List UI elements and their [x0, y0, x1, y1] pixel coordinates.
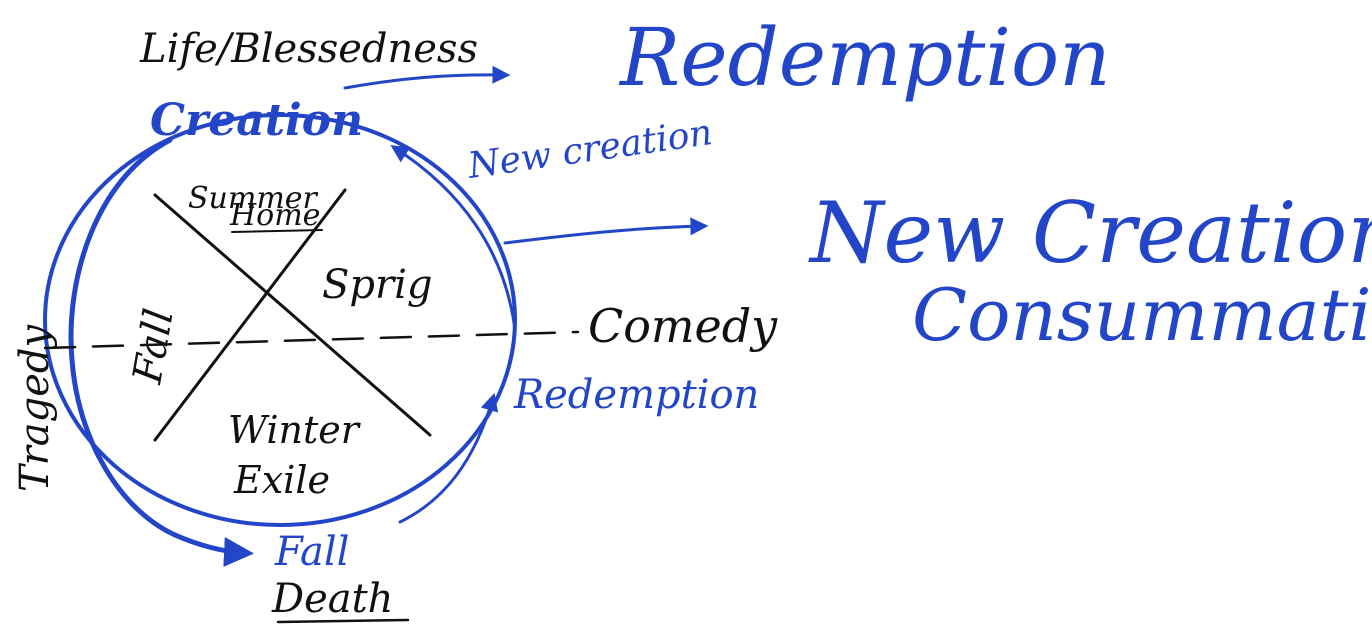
fall-to-redemption-arc [398, 392, 499, 524]
summer-label: Summer [188, 181, 319, 216]
spring-label: Sprig [322, 262, 433, 308]
comedy-tragedy-axis [43, 330, 580, 350]
fall-quadrant-label: Fall [124, 305, 182, 387]
arrow-to-new-creation [503, 217, 709, 245]
death-underline [276, 618, 410, 624]
comedy-label: Comedy [588, 299, 778, 353]
consummation-label: Consummation [912, 273, 1372, 357]
new-creation-big-label: New Creation/ [808, 184, 1372, 282]
creation-label: Creation [150, 95, 363, 146]
home-label: Home [229, 198, 320, 233]
winter-label: Winter [228, 408, 362, 452]
tragedy-label: Tragedy [12, 323, 58, 492]
arrow-to-redemption [343, 65, 511, 90]
death-label: Death [271, 576, 393, 622]
outer-cycle-left-arc [68, 137, 254, 567]
redemption-small-label: Redemption [513, 372, 759, 418]
fall-arrow-label: Fall [274, 529, 349, 575]
outer-cycle-right-arc-to-creation [390, 145, 517, 332]
exile-label: Exile [233, 458, 330, 502]
divider-line-ne-sw [153, 188, 347, 442]
life-blessedness-label: Life/Blessedness [139, 26, 478, 72]
seasons-wheel [43, 113, 517, 527]
redemption-big-label: Redemption [618, 11, 1111, 104]
divider-line-nw-se [153, 193, 432, 437]
new-creation-small-label: New creation [465, 112, 715, 187]
home-underline [231, 229, 323, 233]
